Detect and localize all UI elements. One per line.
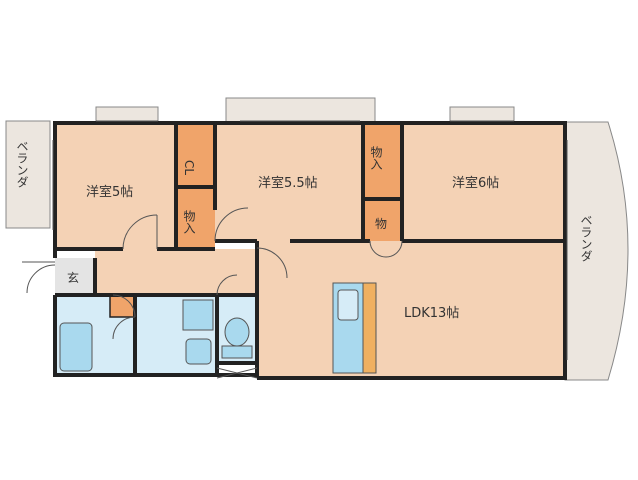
left-balcony-label: ベランダ [15,140,29,188]
storage-b-area [363,123,402,198]
western-room-5-5-area [215,123,363,241]
walls [53,121,567,380]
storage-a-label: 物入 [182,210,196,234]
closet-label: CL [182,160,196,175]
toilet-tank [221,345,253,359]
toilet-bowl [224,317,250,347]
storage-b-label: 物入 [369,146,383,170]
storage-a-area [176,189,215,249]
western-room-6-area [402,123,565,241]
entrance-label: 玄 [67,270,79,285]
shoe-box [109,294,136,318]
western-room-5-label: 洋室5帖 [86,184,133,200]
right-balcony [564,121,629,381]
wash-basin [185,338,212,365]
storage-c-label: 物 [375,217,387,231]
windows [52,120,568,360]
washing-machine [182,299,214,331]
ldk-area [257,241,565,378]
kitchen-sink [337,289,359,321]
storage-c-area [363,201,402,241]
ldk-label: LDK13帖 [404,306,459,321]
western-room-5-5-label: 洋室5.5帖 [258,175,318,191]
western-room-6-label: 洋室6帖 [452,175,499,191]
right-balcony-label: ベランダ [579,214,593,262]
doors [22,207,403,379]
left-balcony [5,120,51,229]
western-room-5-area [55,123,176,249]
bathtub [59,322,93,372]
kitchen-side-counter [362,282,377,374]
entrance-area [55,258,95,295]
closet-area [176,123,215,186]
hall-area [95,249,257,293]
top-bay-center [225,97,376,124]
